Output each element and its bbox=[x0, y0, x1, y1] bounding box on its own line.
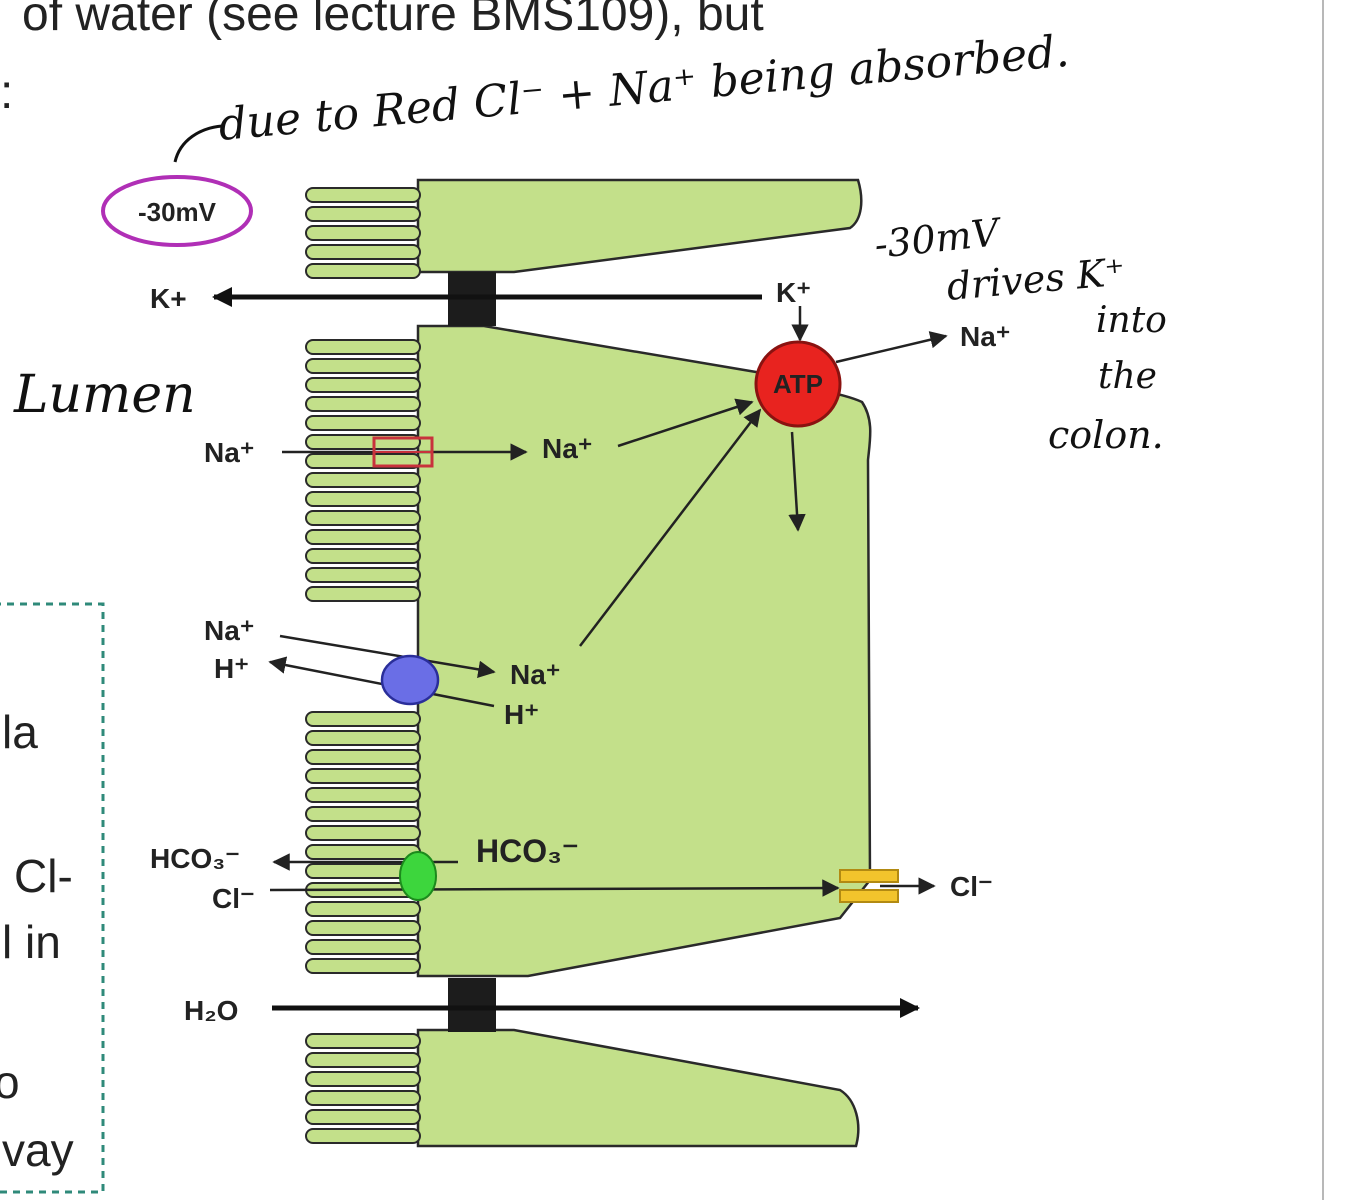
microvillus bbox=[305, 958, 421, 974]
microvillus bbox=[305, 1033, 421, 1049]
label-na-cell-exchanger: Na⁺ bbox=[510, 659, 561, 690]
side-fragment-3: l in bbox=[2, 916, 61, 968]
na-k-atpase-pump bbox=[754, 340, 842, 428]
cl-absorption-arrow bbox=[269, 879, 840, 897]
colon-fragment: : bbox=[0, 66, 13, 119]
label-h-out-exchanger: H⁺ bbox=[214, 653, 249, 684]
label-na-in-channel: Na⁺ bbox=[204, 437, 255, 468]
microvillus bbox=[305, 768, 421, 784]
microvillus bbox=[305, 339, 421, 355]
label-cl-in: Cl⁻ bbox=[212, 883, 255, 914]
side-fragment-5: vay bbox=[2, 1124, 74, 1176]
microvillus bbox=[305, 586, 421, 602]
microvillus bbox=[305, 567, 421, 583]
label-k-left: K+ bbox=[150, 283, 187, 314]
dashed-note-box bbox=[0, 602, 105, 1194]
na-to-pump-arrow-1 bbox=[617, 398, 754, 448]
microvillus bbox=[305, 358, 421, 374]
microvillus bbox=[305, 206, 421, 222]
tight-junction-bottom bbox=[448, 978, 496, 1032]
microvillus bbox=[305, 472, 421, 488]
label-cl-out-basolateral: Cl⁻ bbox=[950, 871, 993, 902]
microvillus bbox=[305, 263, 421, 279]
cl-channel-upper bbox=[839, 869, 899, 883]
cell-top bbox=[416, 178, 863, 274]
microvillus bbox=[305, 548, 421, 564]
membrane-potential-badge-label: -30mV bbox=[138, 197, 217, 227]
na-pump-out-arrow bbox=[835, 331, 948, 364]
label-na-out-pump: Na⁺ bbox=[960, 321, 1011, 352]
pump-down-arrow bbox=[788, 431, 806, 532]
handwritten-lumen: Lumen bbox=[13, 365, 196, 425]
label-hco3-out: HCO₃⁻ bbox=[150, 843, 240, 874]
microvillus bbox=[305, 1052, 421, 1068]
handwritten-right-5: colon. bbox=[1048, 413, 1164, 457]
top-text-line: of water (see lecture BMS109), but bbox=[22, 0, 764, 41]
membrane-potential-badge bbox=[101, 175, 253, 247]
microvillus bbox=[305, 187, 421, 203]
cell-bottom bbox=[416, 1028, 860, 1148]
microvillus bbox=[305, 491, 421, 507]
microvillus bbox=[305, 1090, 421, 1106]
microvillus bbox=[305, 730, 421, 746]
handwritten-top-note: due to Red Cl⁻ + Na⁺ being absorbed. bbox=[217, 26, 1072, 151]
microvillus bbox=[305, 529, 421, 545]
microvillus bbox=[305, 1071, 421, 1087]
side-fragment-1: la bbox=[2, 706, 38, 758]
microvillus bbox=[305, 749, 421, 765]
microvillus bbox=[305, 901, 421, 917]
side-fragment-2: Cl- bbox=[14, 850, 73, 902]
microvillus bbox=[305, 806, 421, 822]
handwritten-right-4: the bbox=[1098, 356, 1157, 397]
cl-channel-lower bbox=[839, 889, 899, 903]
microvilli-brush-border bbox=[305, 187, 421, 1144]
label-k-right: K⁺ bbox=[776, 277, 811, 308]
label-h-cell-exchanger: H⁺ bbox=[504, 699, 539, 730]
microvillus bbox=[305, 787, 421, 803]
na-exchanger-arrow bbox=[279, 634, 496, 679]
handwritten-right-1: -30mV bbox=[872, 210, 1004, 267]
label-water: H₂O bbox=[184, 995, 238, 1026]
microvillus bbox=[305, 844, 421, 860]
side-fragment-4: o bbox=[0, 1056, 20, 1108]
microvillus bbox=[305, 510, 421, 526]
microvillus bbox=[305, 939, 421, 955]
label-na-in-exchanger: Na⁺ bbox=[204, 615, 255, 646]
label-hco3-cell: HCO₃⁻ bbox=[476, 833, 579, 869]
label-na-cell-channel: Na⁺ bbox=[542, 433, 593, 464]
microvillus bbox=[305, 1128, 421, 1144]
microvillus bbox=[305, 711, 421, 727]
atp-label: ATP bbox=[773, 369, 823, 399]
microvillus bbox=[305, 244, 421, 260]
handwritten-right-3: into bbox=[1096, 300, 1167, 341]
microvillus bbox=[305, 1109, 421, 1125]
microvillus bbox=[305, 377, 421, 393]
handwritten-bracket bbox=[173, 124, 223, 163]
microvillus bbox=[305, 396, 421, 412]
microvillus bbox=[305, 920, 421, 936]
cl-hco3-exchanger bbox=[399, 851, 437, 901]
microvillus bbox=[305, 415, 421, 431]
na-h-exchanger bbox=[380, 654, 440, 706]
na-to-pump-arrow-2 bbox=[579, 408, 762, 647]
microvillus bbox=[305, 825, 421, 841]
microvillus bbox=[305, 225, 421, 241]
